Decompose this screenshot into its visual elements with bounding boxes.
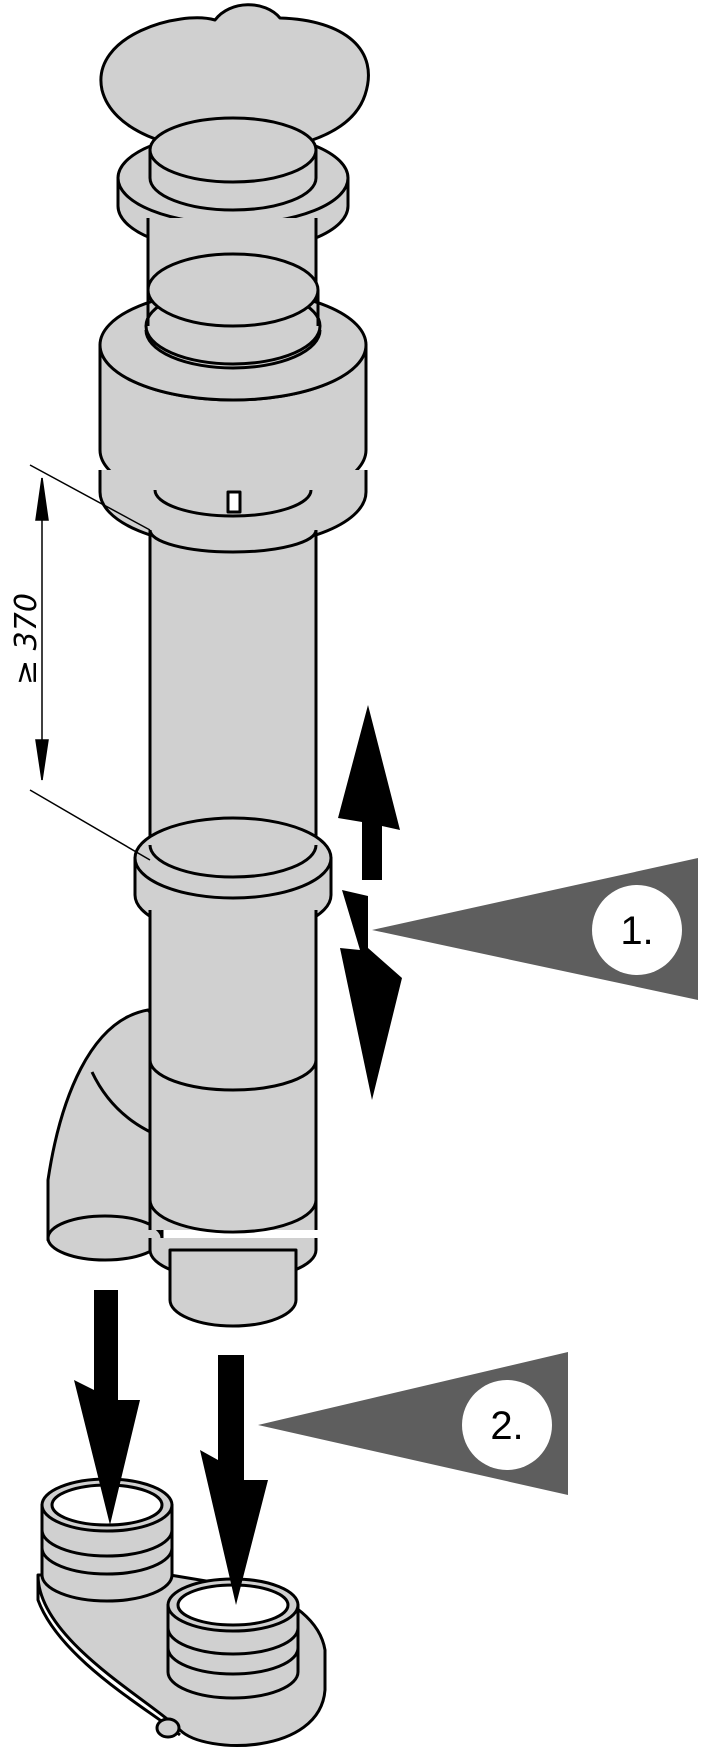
dimension-extension-top xyxy=(29,464,151,531)
outer-pipe-lower xyxy=(148,910,318,1282)
elbow-fitting xyxy=(46,1008,177,1262)
collar-ring xyxy=(116,116,350,254)
dimension-marker xyxy=(29,464,151,861)
step-2-badge xyxy=(462,1380,552,1470)
arrow-down-right-icon xyxy=(200,1355,268,1605)
inner-spigot xyxy=(168,1248,298,1328)
dimension-label: ≥ 370 xyxy=(9,593,44,685)
roof-adapter xyxy=(98,252,368,549)
dimension-extension-bottom xyxy=(29,789,151,861)
arrow-up-icon xyxy=(338,705,400,880)
step-1-label: 1. xyxy=(620,909,653,953)
step-1-callout: 1. xyxy=(372,858,698,1000)
step-1-badge xyxy=(592,885,682,975)
step-2-label: 2. xyxy=(490,1404,523,1448)
outer-pipe-upper xyxy=(148,529,318,850)
boiler-adapter xyxy=(36,1477,327,1747)
arrow-down-icon xyxy=(340,890,402,1100)
insert-arrows xyxy=(74,1290,268,1605)
slide-arrows xyxy=(338,705,402,1100)
dimension-arrow-top xyxy=(35,477,49,521)
arrow-down-left-icon xyxy=(74,1290,140,1525)
step-2-callout: 2. xyxy=(258,1352,568,1495)
dimension-arrow-bottom xyxy=(35,739,49,781)
